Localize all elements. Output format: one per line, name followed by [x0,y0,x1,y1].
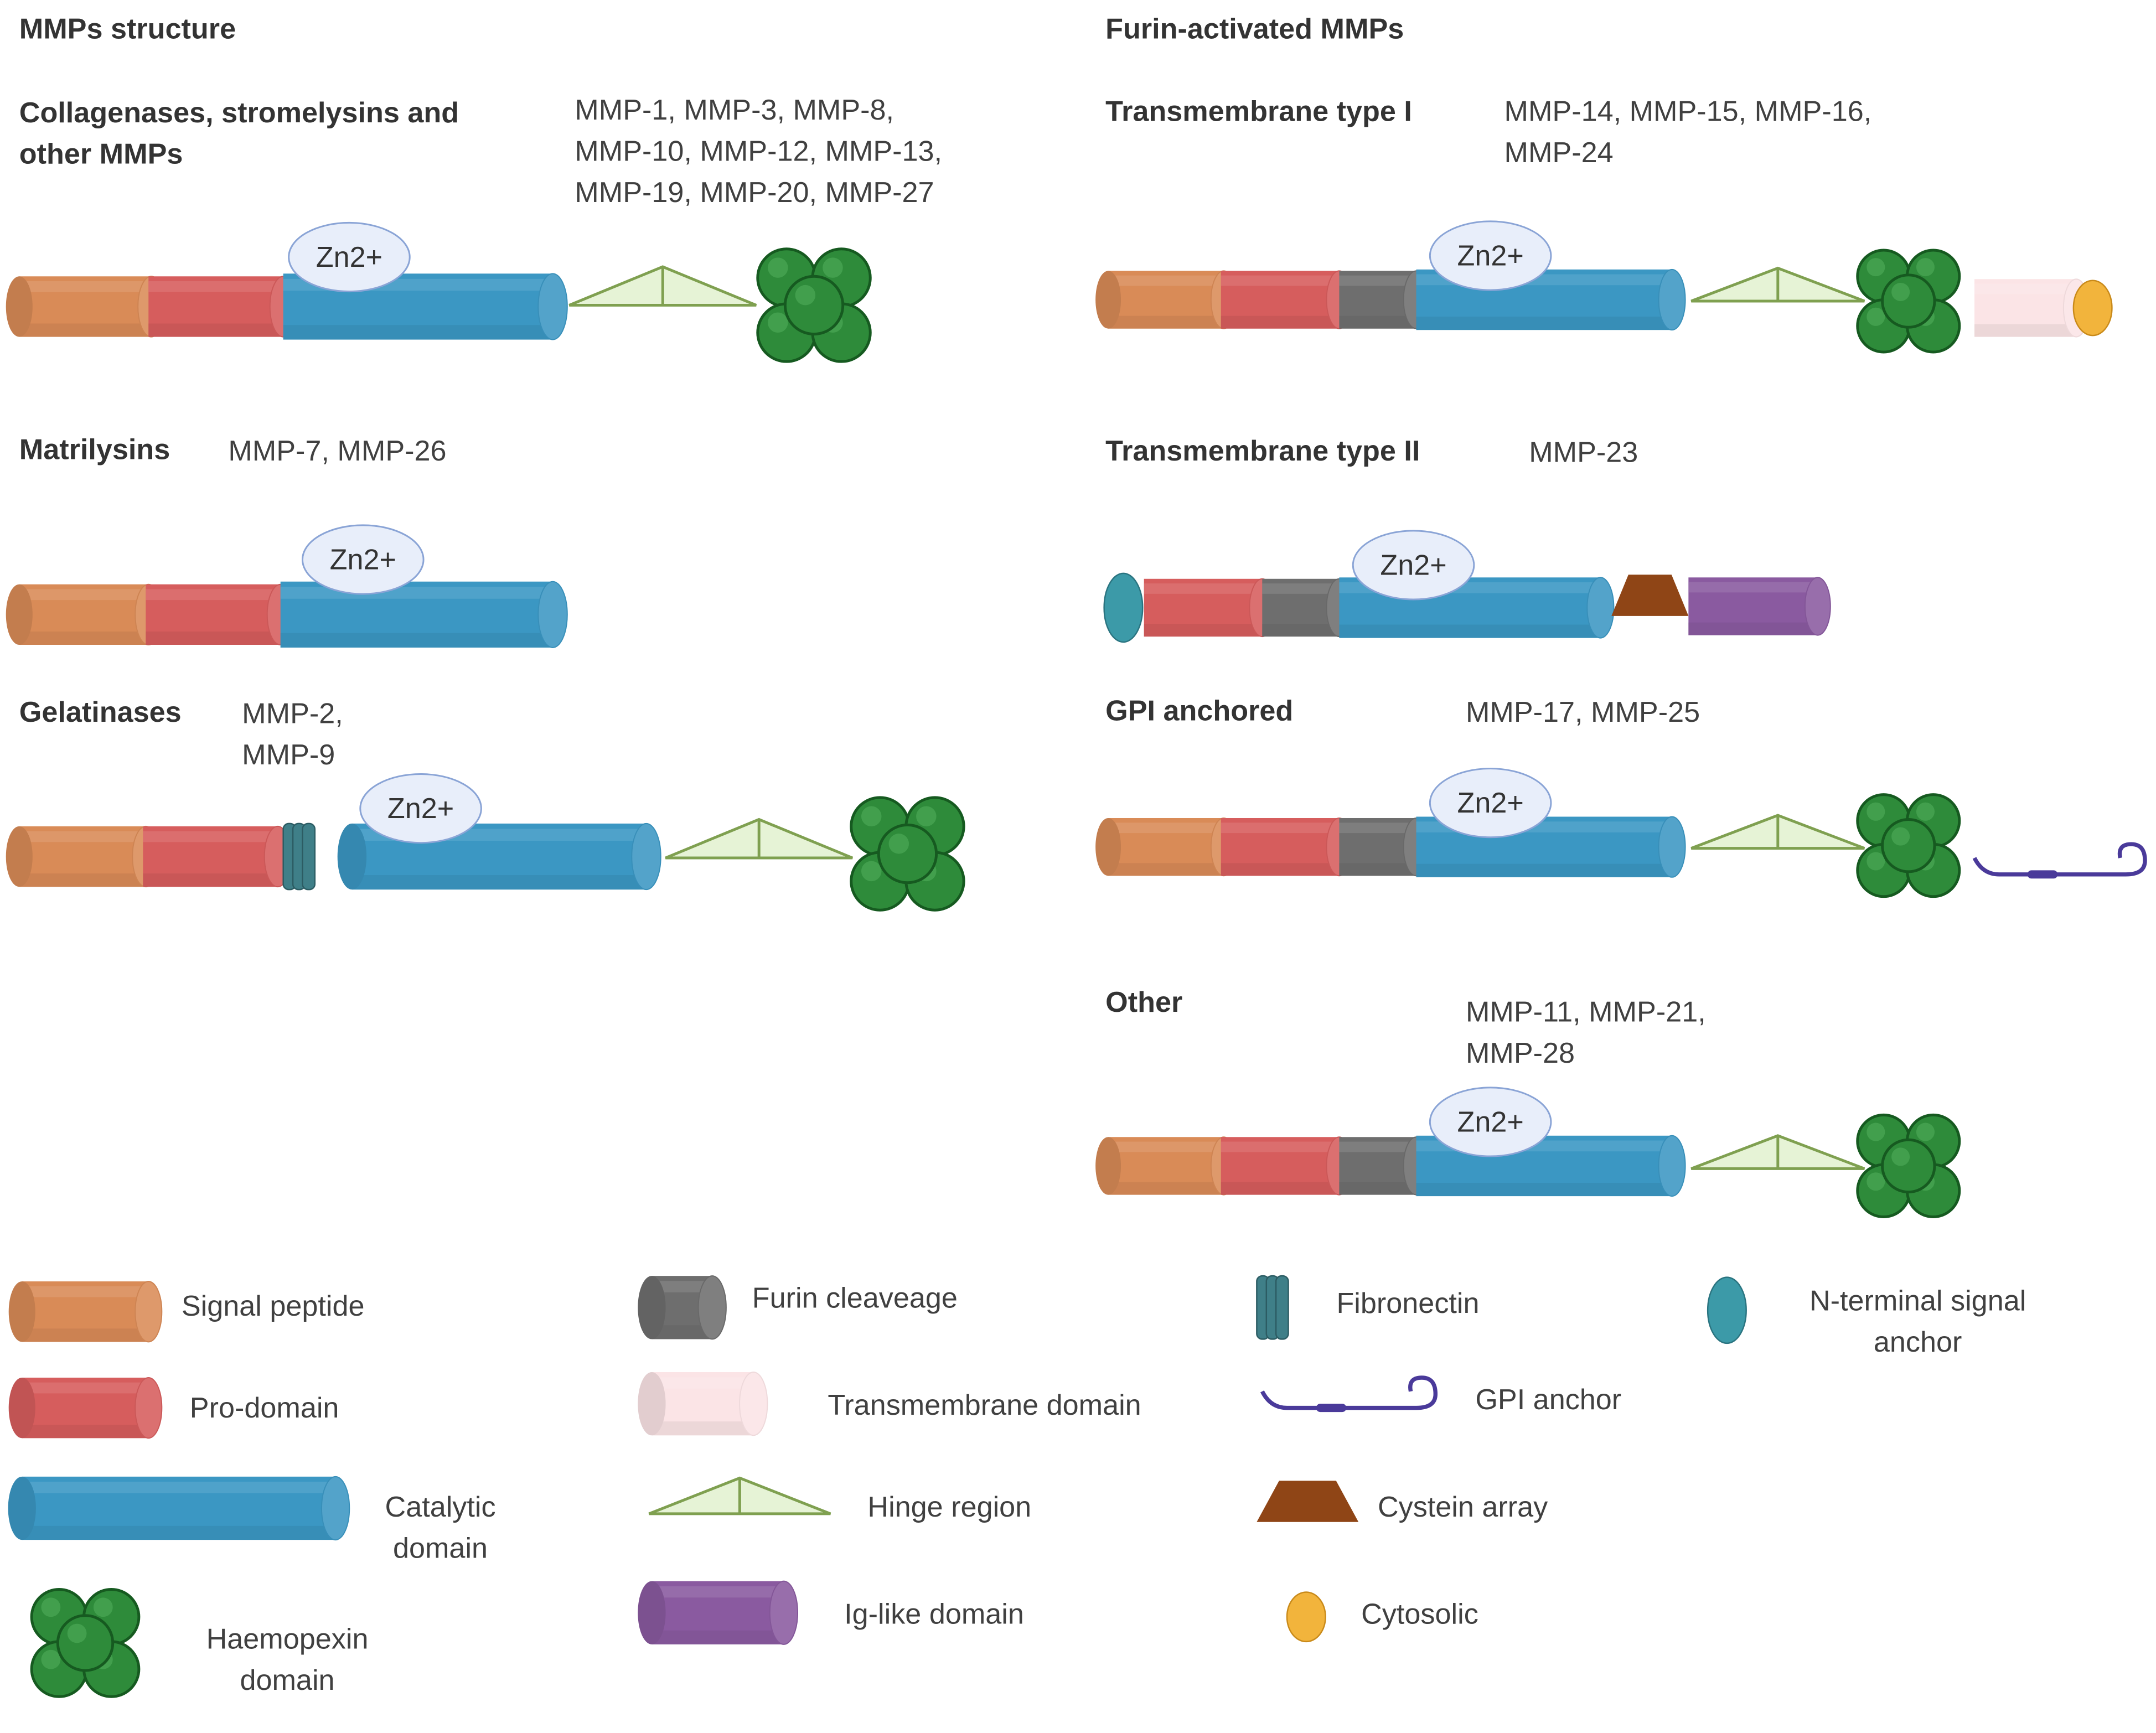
legend-label-catalytic: Catalytic domain [385,1492,496,1565]
gpi-anchor [1260,1375,1438,1413]
catalytic-domain-segment [1416,268,1686,331]
gelatinases-members: MMP-2, MMP-9 [242,698,343,772]
pro-domain-segment [1221,817,1353,877]
tm2-title: Transmembrane type II [1105,436,1420,468]
pro-domain-segment [146,583,294,645]
signal-peptide-segment [1095,817,1237,877]
signal-peptide-segment [1095,1136,1237,1196]
n-terminal-signal-anchor [1707,1276,1747,1344]
zinc-label: Zn2+ [1457,787,1523,819]
pro-domain-segment [1144,578,1276,638]
legend-label-ig-like: Ig-like domain [844,1599,1024,1631]
zinc-label: Zn2+ [1457,240,1523,272]
furin-cleavage-segment [1262,578,1353,638]
haemopexin-domain [756,247,872,363]
haemopexin-domain [1856,1113,1961,1218]
tm1-members: MMP-14, MMP-15, MMP-16, MMP-24 [1504,96,1872,169]
zinc-ion-oval: Zn2+ [1429,1087,1552,1157]
hinge-region [1690,1134,1865,1170]
legend-swatch-transmembrane [638,1372,768,1436]
fibronectin-repeats [1256,1275,1289,1340]
cystein-array [1611,575,1689,616]
zinc-ion-oval: Zn2+ [1429,220,1552,291]
furin-cleavage-segment [1339,817,1430,877]
furin-cleavage-segment [1339,1136,1430,1196]
furin-cleavage-segment [1339,270,1430,329]
cytosolic-domain [2072,280,2113,337]
legend-label-furin: Furin cleaveage [752,1282,958,1315]
cytosolic-domain [1286,1591,1326,1643]
collagenases-title: Collagenases, stromelysins and other MMP… [19,97,459,171]
cystein-array [1257,1481,1359,1522]
collagenases-members: MMP-1, MMP-3, MMP-8, MMP-10, MMP-12, MMP… [575,95,943,209]
zinc-label: Zn2+ [330,544,396,576]
zinc-ion-oval: Zn2+ [1429,768,1552,839]
catalytic-domain-segment [1339,577,1615,639]
haemopexin-domain [1856,249,1961,354]
legend-swatch-furin [638,1275,727,1340]
other-title: Other [1105,987,1183,1019]
hinge-region [568,265,757,307]
pro-domain-segment [1221,1136,1353,1196]
hinge-region [665,818,854,860]
zinc-label: Zn2+ [1380,549,1446,581]
legend-swatch-ig-like [638,1580,799,1645]
ig-like-domain-segment [1688,577,1831,636]
gpi-members: MMP-17, MMP-25 [1465,697,1700,729]
pro-domain-segment [148,276,297,338]
catalytic-domain-segment [280,581,568,648]
hinge-region [1690,814,1865,850]
legend-label-haemopexin: Haemopexin domain [206,1623,369,1697]
legend-label-fibronectin: Fibronectin [1336,1288,1480,1320]
hinge-region [1690,266,1865,303]
tm1-title: Transmembrane type I [1105,96,1412,128]
legend-label-pro-domain: Pro-domain [189,1393,339,1425]
left-heading: MMPs structure [19,13,236,45]
zinc-ion-oval: Zn2+ [288,221,411,293]
gpi-title: GPI anchored [1105,695,1294,728]
legend-swatch-catalytic [8,1476,350,1541]
legend-label-gpi-anchor: GPI anchor [1475,1384,1622,1416]
haemopexin-domain [1856,793,1961,898]
signal-peptide-segment [6,276,166,338]
pro-domain-segment [1221,270,1353,329]
legend-swatch-pro-domain [8,1377,163,1439]
right-heading: Furin-activated MMPs [1105,13,1404,45]
zinc-ion-oval: Zn2+ [1352,530,1475,601]
tm2-members: MMP-23 [1529,437,1638,469]
matrilysins-members: MMP-7, MMP-26 [228,436,447,468]
legend-label-transmembrane: Transmembrane domain [828,1390,1141,1422]
legend-swatch-signal-peptide [8,1281,163,1343]
signal-peptide-segment [6,825,160,888]
zinc-ion-oval: Zn2+ [359,773,482,844]
n-terminal-signal-anchor [1103,572,1144,643]
legend-label-hinge: Hinge region [867,1492,1032,1524]
zinc-label: Zn2+ [316,241,382,273]
catalytic-domain-segment [283,273,568,340]
haemopexin-domain [30,1588,141,1698]
legend-label-cystein: Cystein array [1377,1492,1548,1524]
zinc-label: Zn2+ [1457,1106,1523,1138]
transmembrane-segment [1974,278,2090,338]
haemopexin-domain [850,796,965,912]
pro-domain-segment [143,825,292,888]
legend-label-signal-peptide: Signal peptide [181,1291,365,1323]
signal-peptide-segment [1095,270,1237,329]
legend-label-cytosolic: Cytosolic [1361,1599,1478,1631]
legend-label-n-terminal: N-terminal signal anchor [1809,1285,2026,1359]
hinge-region [648,1476,831,1515]
gelatinases-title: Gelatinases [19,697,182,729]
zinc-ion-oval: Zn2+ [301,524,425,595]
fibronectin-repeats [282,822,316,891]
other-members: MMP-11, MMP-21, MMP-28 [1465,996,1706,1070]
signal-peptide-segment [6,583,163,645]
zinc-label: Zn2+ [387,793,454,825]
gpi-anchor [1972,842,2147,879]
matrilysins-title: Matrilysins [19,434,170,467]
